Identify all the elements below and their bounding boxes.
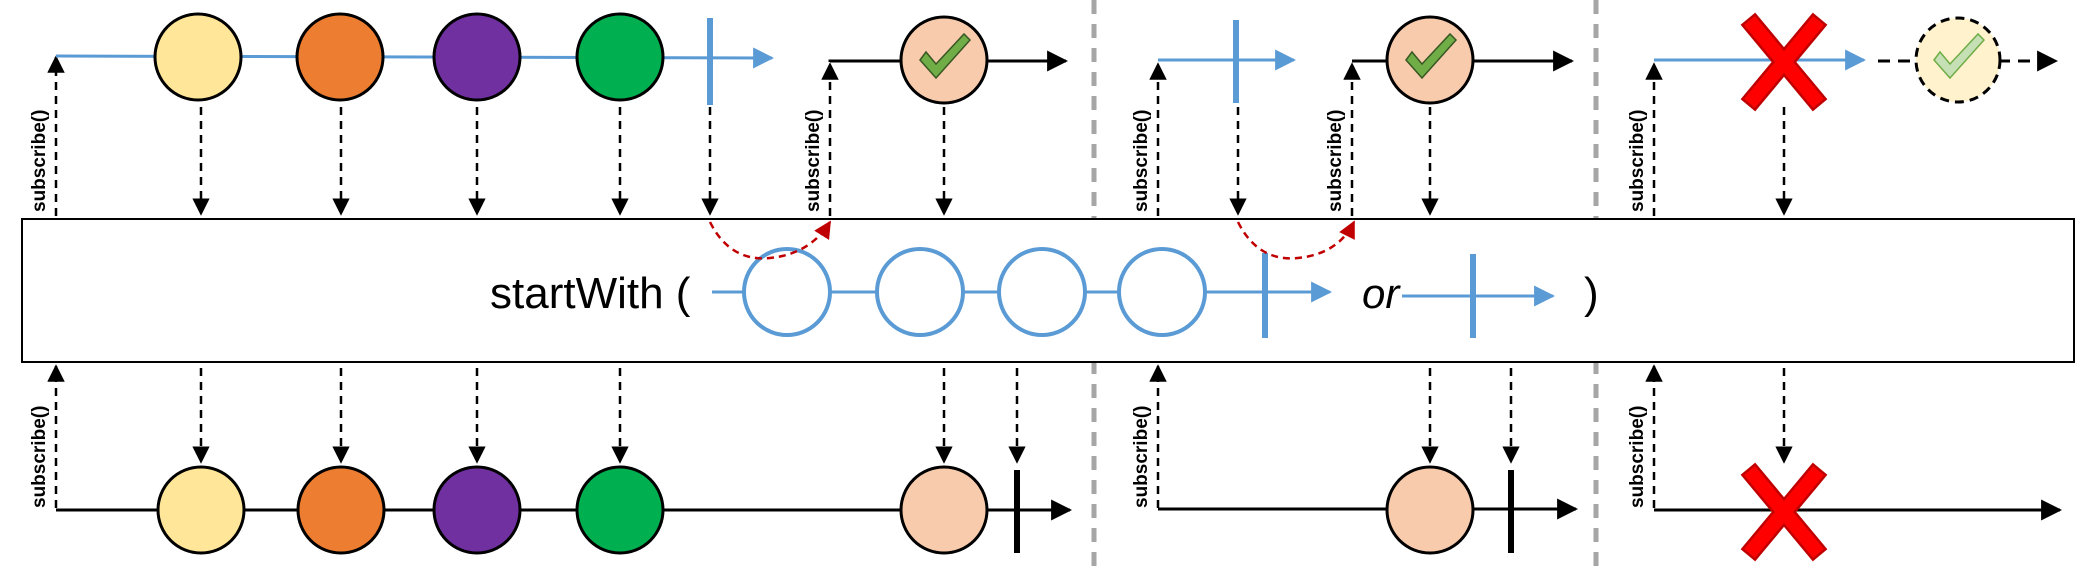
operator-or-label: or <box>1362 270 1401 317</box>
p1-top-subscribe-label: subscribe() <box>29 110 50 212</box>
p3-bottom-subscribe-label: subscribe() <box>1627 406 1648 508</box>
p1-result-marble-peach <box>899 465 989 555</box>
p3-error-x-icon <box>1740 12 1828 112</box>
p2-result-marble-peach <box>1385 465 1475 555</box>
start-sequence-marble-3 <box>997 247 1087 337</box>
p1-handoff-curve <box>708 220 832 260</box>
p1-result-marble-green <box>575 465 665 555</box>
p1-main-subscribe-label: subscribe() <box>803 110 824 212</box>
p1-source-marble-yellow <box>153 12 243 102</box>
p1-result-marble-yellow <box>156 465 246 555</box>
p2-main-subscribe-label: subscribe() <box>1325 110 1346 212</box>
p2-handoff-curve <box>1236 220 1356 260</box>
p1-bottom-subscribe-label: subscribe() <box>29 406 50 508</box>
p3-result-error-x-icon <box>1740 462 1828 562</box>
p1-result-marble-purple <box>432 465 522 555</box>
start-sequence-marble-4 <box>1117 247 1207 337</box>
p2-top-subscribe-label: subscribe() <box>1131 110 1152 212</box>
p1-source-marble-green <box>575 12 665 102</box>
start-sequence-marble-1 <box>742 247 832 337</box>
start-sequence-marble-2 <box>875 247 965 337</box>
p3-top-subscribe-label: subscribe() <box>1627 110 1648 212</box>
operator-label: startWith ( <box>490 269 691 318</box>
p1-result-marble-orange <box>296 465 386 555</box>
p1-source-marble-orange <box>295 12 385 102</box>
p2-main-check-icon <box>1405 32 1458 80</box>
p2-bottom-subscribe-label: subscribe() <box>1131 406 1152 508</box>
p3-skipped-check-icon <box>1933 32 1986 80</box>
p1-main-check-icon <box>919 32 972 80</box>
operator-close-paren: ) <box>1584 269 1599 318</box>
p1-source-marble-purple <box>432 12 522 102</box>
